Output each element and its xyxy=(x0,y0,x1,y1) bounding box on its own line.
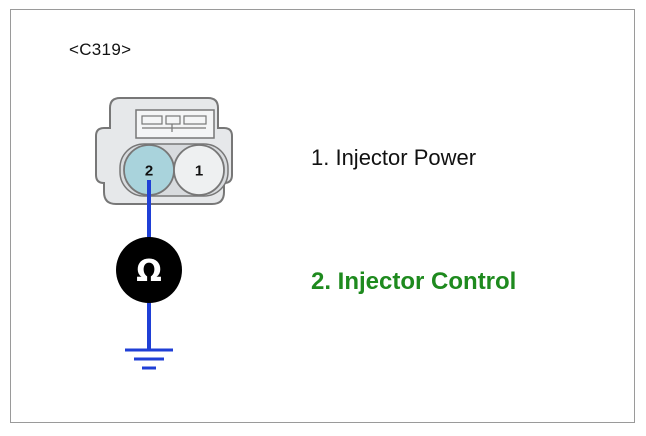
pin-1: 1 xyxy=(173,144,225,196)
latch-slot-right xyxy=(183,115,207,125)
latch-slot-center xyxy=(165,115,181,125)
latch-slot-left xyxy=(141,115,163,125)
pin-1-label: 1 xyxy=(195,163,203,180)
diagram-frame xyxy=(10,9,635,423)
pin-2-label: 2 xyxy=(145,163,153,180)
ground-symbol-icon xyxy=(125,348,173,370)
ohmmeter-icon: Ω xyxy=(116,237,182,303)
legend-injector-power: 1. Injector Power xyxy=(311,145,477,170)
connector-id-label: <C319> xyxy=(69,40,132,59)
ohm-symbol: Ω xyxy=(136,254,162,289)
legend-injector-control: 2. Injector Control xyxy=(311,268,517,295)
